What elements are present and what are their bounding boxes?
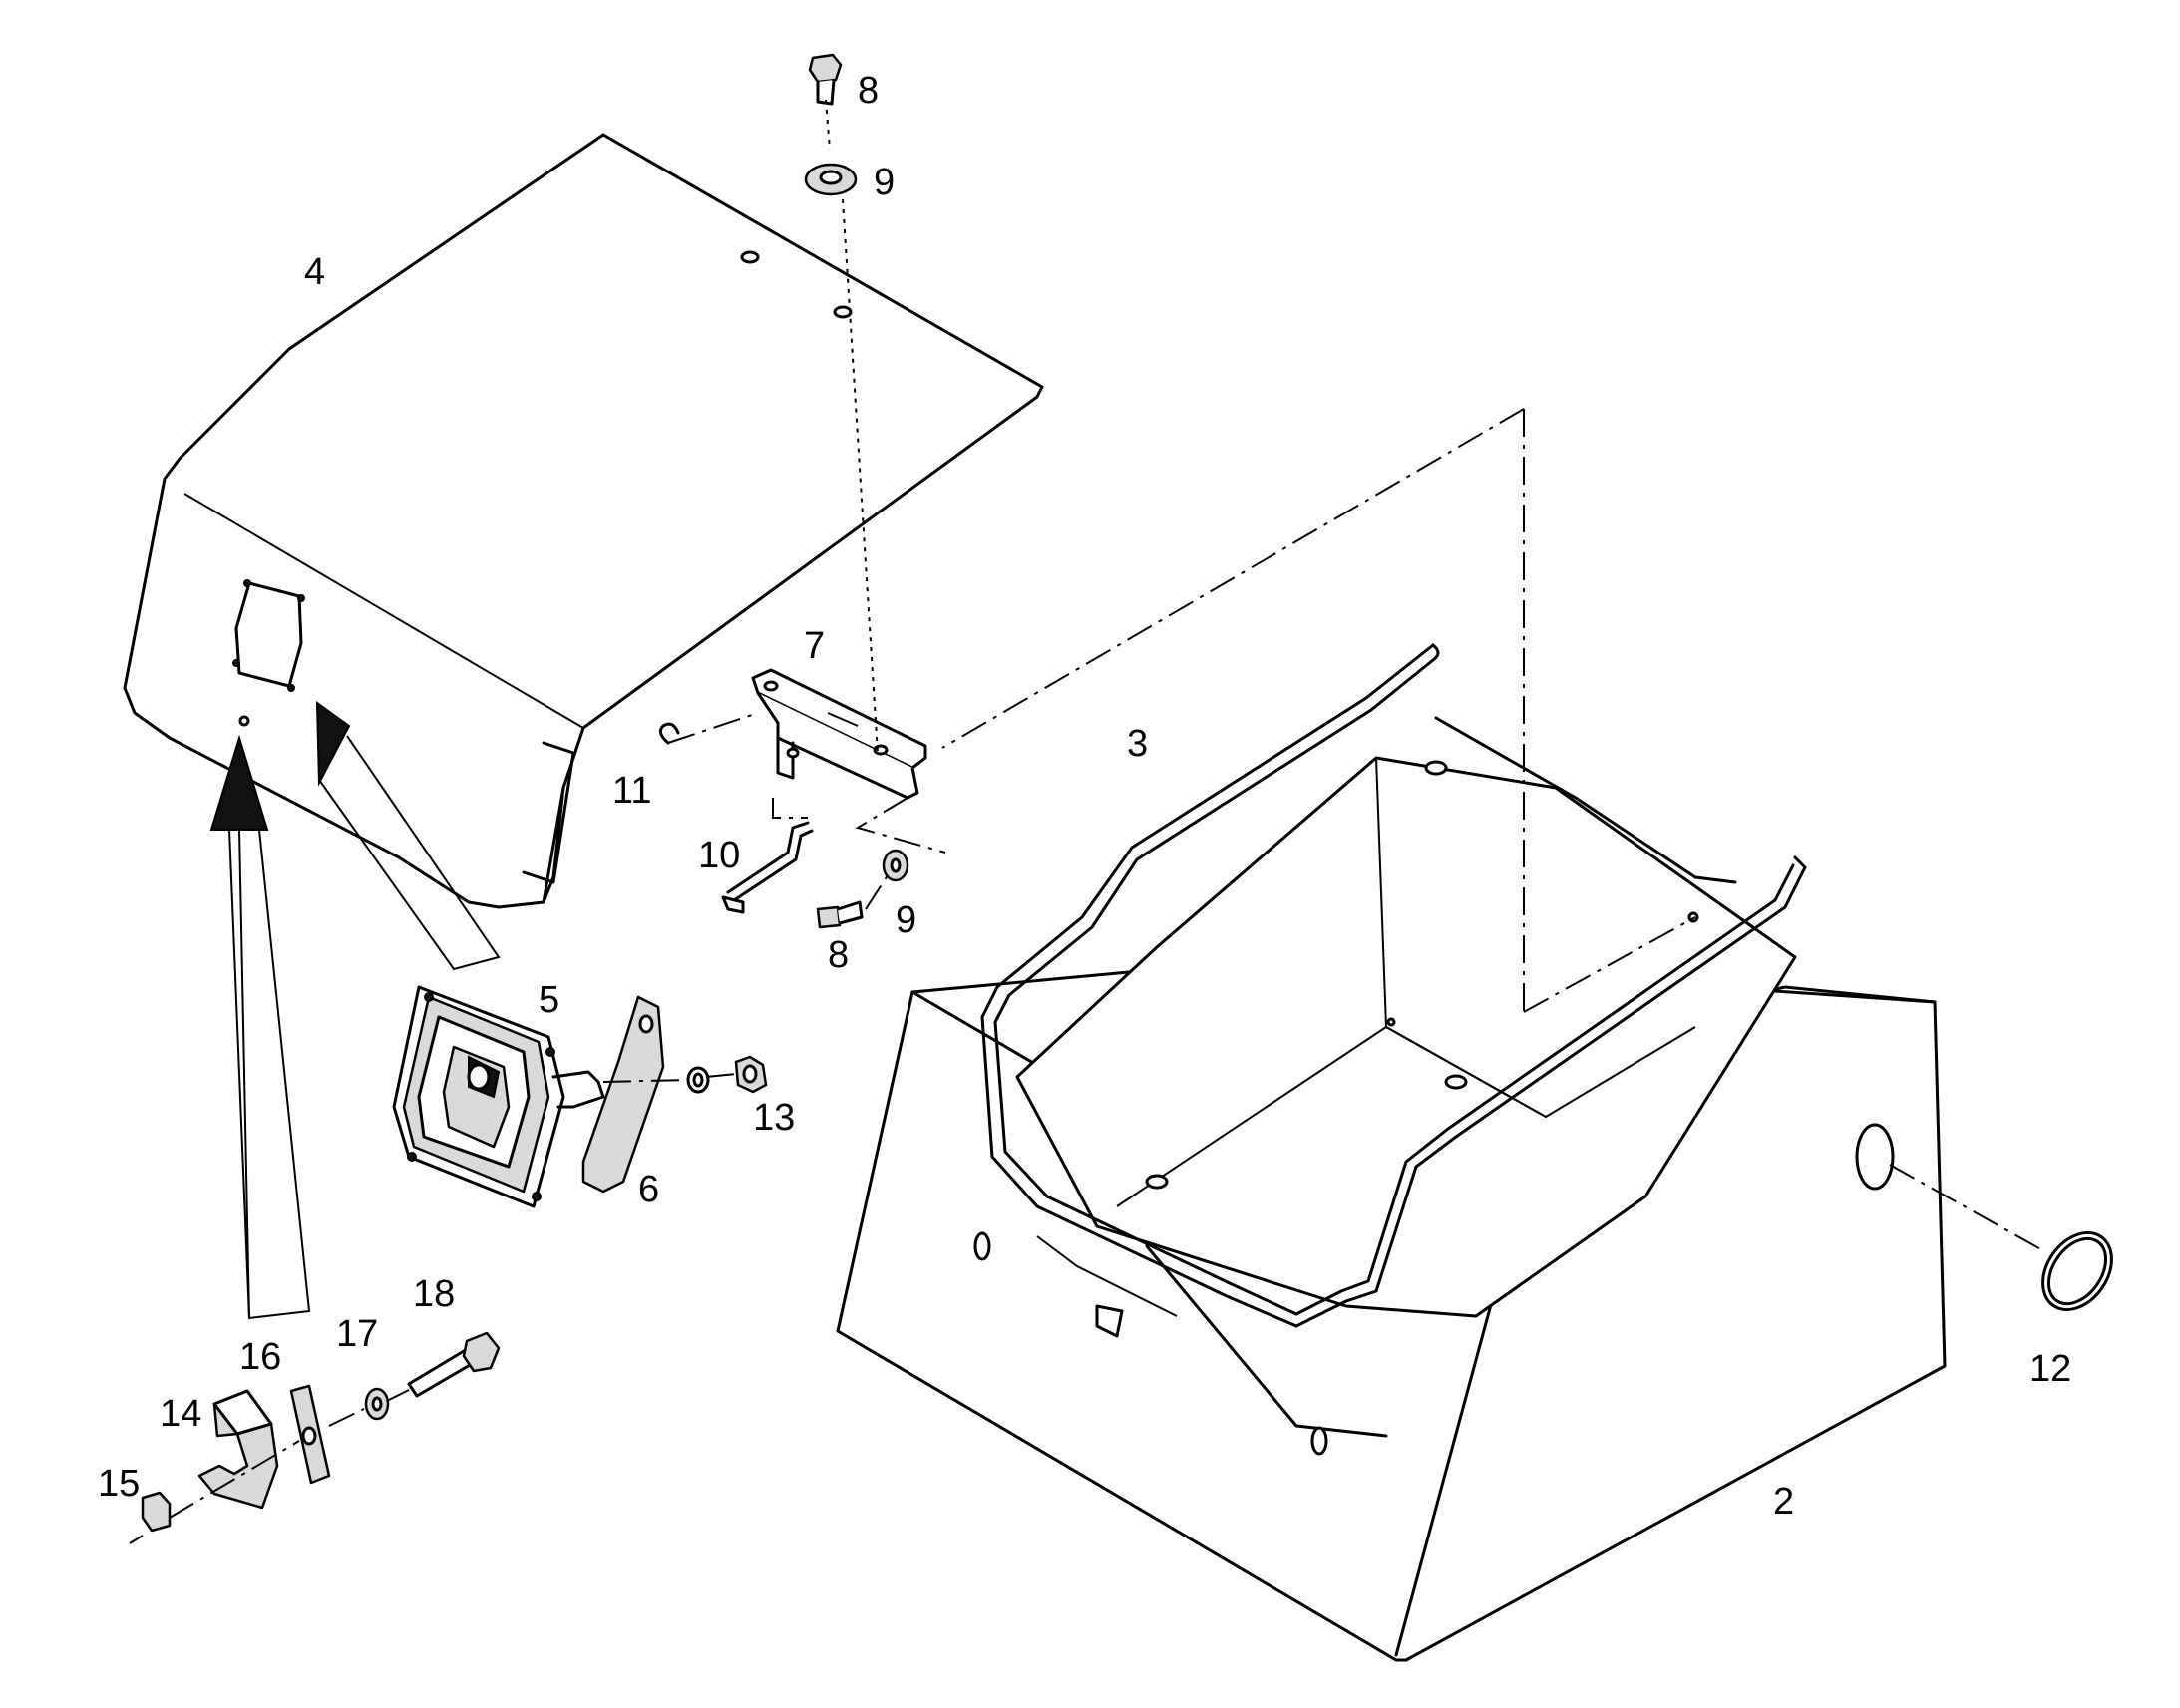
- part-9-top-washer: [804, 163, 858, 196]
- part-8-top-bolt: [808, 53, 843, 106]
- callout-3: 3: [1127, 723, 1148, 765]
- part-5-switch: [392, 985, 605, 1208]
- part-18-bolt: [407, 1331, 501, 1398]
- part-8-bolt: [816, 900, 864, 929]
- callout-7: 7: [804, 625, 825, 667]
- callout-2: 2: [1773, 1481, 1794, 1523]
- callout-8-top: 8: [858, 70, 879, 112]
- callout-9-top: 9: [874, 162, 895, 203]
- callout-12: 12: [2029, 1348, 2071, 1390]
- part-7-bracket: [751, 668, 927, 800]
- callout-4: 4: [304, 251, 325, 293]
- callout-labels: 2 3 4 5 6 7 8 8 9 9 10 11 12 13 14 15 16…: [98, 70, 2071, 1523]
- callout-5: 5: [539, 979, 559, 1021]
- callout-9-bottom: 9: [896, 899, 916, 941]
- callout-16: 16: [239, 1336, 281, 1378]
- part-6-lever: [581, 995, 665, 1194]
- callout-17: 17: [336, 1313, 378, 1355]
- part-11-clip: [658, 722, 680, 745]
- part-14-clamp: [197, 1389, 279, 1510]
- callout-11: 11: [612, 770, 651, 812]
- callout-18: 18: [413, 1273, 455, 1315]
- callout-10: 10: [698, 835, 740, 876]
- pointer-arrows: [209, 701, 501, 1320]
- part-15-nut: [141, 1491, 172, 1533]
- callout-8-bottom: 8: [828, 934, 849, 976]
- part-12-plug: [2041, 1231, 2113, 1311]
- callout-6: 6: [638, 1169, 659, 1210]
- part-13-nut: [686, 1055, 768, 1094]
- leader-lines: [129, 99, 2045, 1544]
- part-17-washer: [364, 1387, 390, 1421]
- part-10-rod: [721, 821, 814, 914]
- part-4-cover: [123, 133, 1044, 909]
- part-16-plate: [289, 1384, 331, 1485]
- callout-13: 13: [753, 1097, 795, 1139]
- part-9-washer: [882, 849, 909, 882]
- part-3-tray-frame: [980, 643, 1807, 1338]
- callout-15: 15: [98, 1463, 140, 1505]
- callout-14: 14: [160, 1393, 201, 1435]
